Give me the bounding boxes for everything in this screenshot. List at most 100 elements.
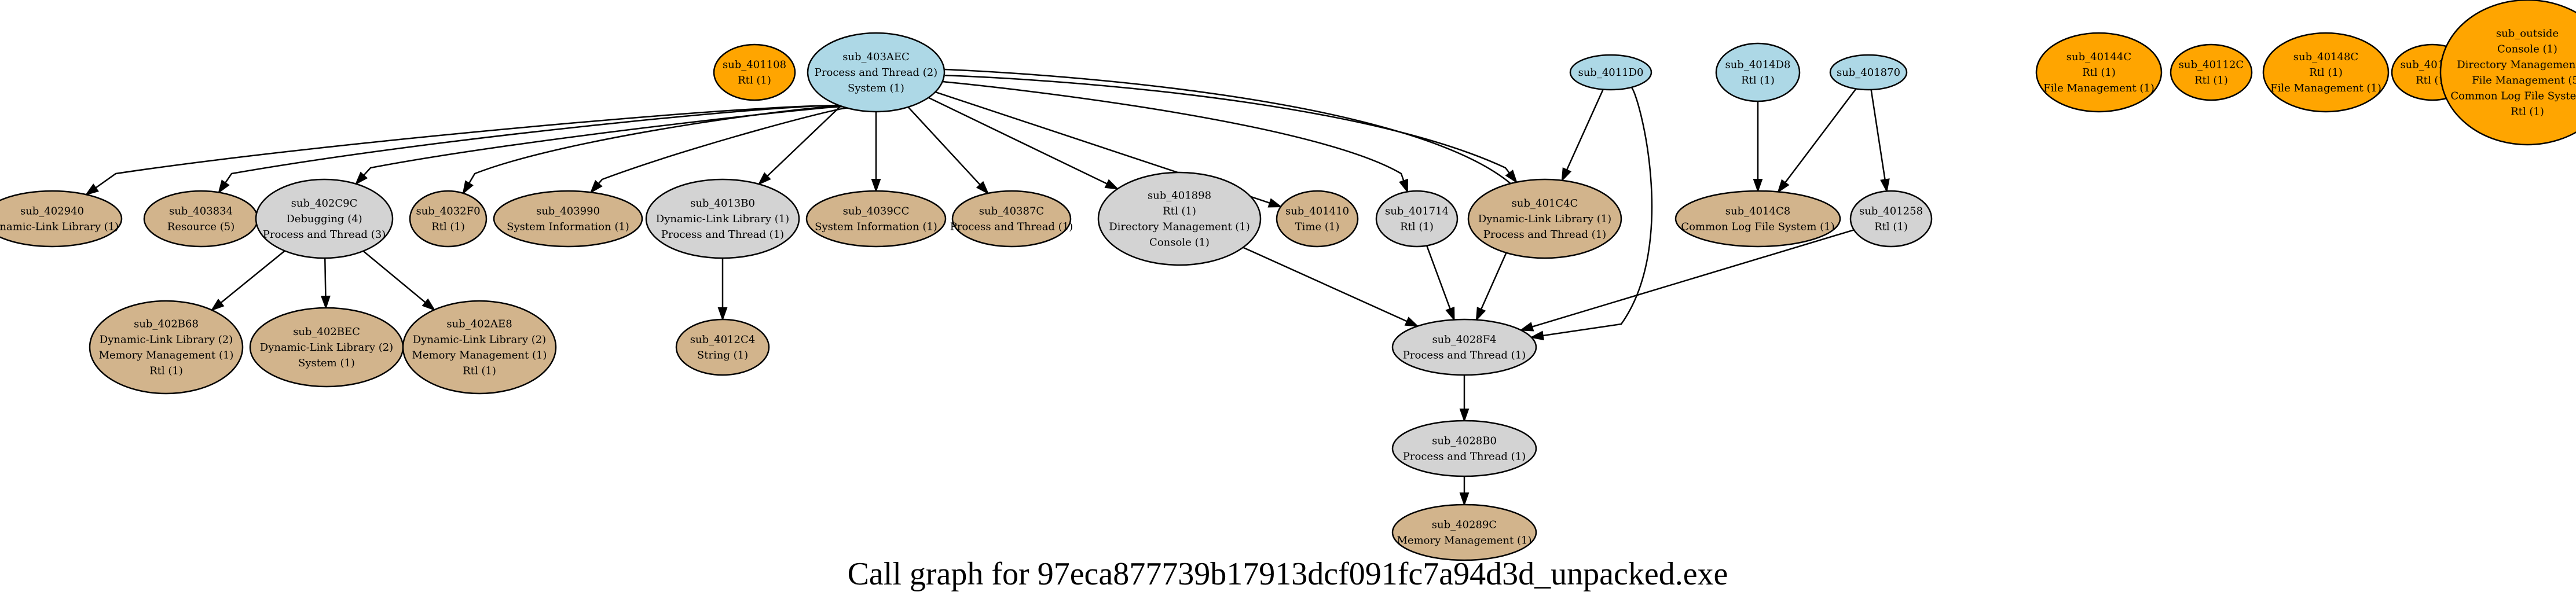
node-shape-sub_401258[interactable] bbox=[1849, 190, 1933, 248]
edge-sub_402C9C-to-sub_402B68 bbox=[220, 250, 285, 304]
node-name: sub_402940 bbox=[20, 205, 84, 218]
node-shape-sub_4012C4[interactable] bbox=[675, 318, 770, 376]
edge-sub_403AEC-to-sub_4032F0-arrowhead bbox=[462, 180, 474, 195]
node-name: sub_40112C bbox=[2179, 59, 2244, 71]
node-name: sub_401C4C bbox=[1512, 197, 1578, 209]
edge-sub_401258-to-sub_4028F4 bbox=[1531, 229, 1855, 328]
node-shape-sub_401C4C[interactable] bbox=[1467, 178, 1622, 259]
node-shape-sub_4011D0[interactable] bbox=[1569, 54, 1652, 91]
node-shape-sub_401410[interactable] bbox=[1276, 190, 1359, 248]
node-shape-sub_401714[interactable] bbox=[1375, 190, 1459, 248]
node-shape-sub_40148C[interactable] bbox=[2262, 32, 2390, 113]
node-name: sub_402AE8 bbox=[446, 318, 512, 330]
node-shape-sub_403AEC[interactable] bbox=[807, 32, 946, 113]
node-name: sub_401714 bbox=[1385, 205, 1449, 218]
node-name: sub_403AEC bbox=[842, 51, 910, 63]
node-api-category: Rtl (1) bbox=[2082, 67, 2116, 79]
node-shape-sub_403834[interactable] bbox=[143, 190, 259, 248]
node-name: sub_4011D0 bbox=[1578, 67, 1643, 79]
node-name: sub_401898 bbox=[1148, 190, 1211, 202]
edge-sub_403AEC-to-sub_403990-arrowhead bbox=[589, 179, 603, 194]
edge-sub_4013B0-to-sub_4012C4-arrowhead bbox=[717, 307, 728, 322]
node-shape-sub_4028F4[interactable] bbox=[1391, 318, 1537, 376]
node-shape-sub_4032F0[interactable] bbox=[409, 190, 488, 248]
node-shape-sub_40112C[interactable] bbox=[2170, 43, 2253, 101]
node-shape-sub_outside[interactable] bbox=[2439, 0, 2576, 146]
node-shape-sub_401108[interactable] bbox=[713, 43, 796, 101]
node-name: sub_4013B0 bbox=[690, 197, 755, 209]
node-shape-sub_40144C[interactable] bbox=[2035, 32, 2163, 113]
node-api-category: Dynamic-Link Library (2) bbox=[260, 341, 393, 354]
node-api-category: Rtl (1) bbox=[1741, 75, 1775, 87]
node-api-category: Debugging (4) bbox=[286, 213, 362, 225]
node-sub_401870[interactable]: sub_401870 bbox=[1829, 54, 1908, 91]
node-api-category: Dynamic-Link Library (2) bbox=[100, 334, 233, 346]
node-name: sub_4028F4 bbox=[1432, 334, 1496, 346]
edge-sub_4014D8-to-sub_4014C8-arrowhead bbox=[1753, 179, 1763, 193]
node-shape-sub_40387C[interactable] bbox=[951, 190, 1072, 248]
node-name: sub_4014C8 bbox=[1725, 205, 1790, 218]
node-shape-sub_402940[interactable] bbox=[0, 190, 123, 248]
node-shape-sub_4014D8[interactable] bbox=[1715, 42, 1801, 102]
node-name: sub_4014D8 bbox=[1725, 59, 1790, 71]
edge-sub_403AEC-to-sub_4028F4 bbox=[944, 68, 1530, 310]
edge-sub_403AEC-to-sub_401898-arrowhead bbox=[1104, 179, 1119, 190]
node-shape-sub_402B68[interactable] bbox=[89, 300, 244, 395]
node-api-category: Process and Thread (3) bbox=[263, 229, 386, 241]
node-shape-sub_401870[interactable] bbox=[1829, 54, 1908, 91]
node-shape-sub_40289C[interactable] bbox=[1391, 503, 1537, 561]
node-api-category: Dynamic-Link Library (2) bbox=[413, 334, 546, 346]
node-sub_4011D0[interactable]: sub_4011D0 bbox=[1569, 54, 1652, 91]
node-name: sub_402BEC bbox=[293, 326, 360, 338]
node-shape-sub_4028B0[interactable] bbox=[1391, 420, 1537, 477]
node-api-category: System (1) bbox=[848, 82, 904, 94]
node-api-category: Resource (5) bbox=[167, 221, 234, 233]
node-sub_402940[interactable]: sub_402940Dynamic-Link Library (1) bbox=[0, 190, 123, 248]
node-shape-sub_402C9C[interactable] bbox=[255, 178, 394, 259]
node-api-category: Dynamic-Link Library (1) bbox=[1478, 213, 1611, 225]
node-name: sub_outside bbox=[2496, 28, 2559, 40]
node-api-category: Memory Management (1) bbox=[1397, 535, 1532, 547]
node-api-category: File Management (1) bbox=[2270, 82, 2381, 94]
node-shape-sub_401898[interactable] bbox=[1097, 171, 1262, 266]
node-shape-sub_4039CC[interactable] bbox=[805, 190, 947, 248]
node-name: sub_403834 bbox=[169, 205, 233, 218]
edge-sub_403AEC-to-sub_401898 bbox=[928, 97, 1108, 185]
node-shape-sub_4014C8[interactable] bbox=[1674, 190, 1841, 248]
node-api-category: Common Log File System (1) bbox=[2450, 90, 2576, 102]
node-sub_40112C[interactable]: sub_40112C Rtl (1) bbox=[2170, 43, 2253, 101]
node-api-category: System Information (1) bbox=[815, 221, 937, 233]
node-shape-sub_4013B0[interactable] bbox=[645, 178, 800, 259]
node-shape-sub_403990[interactable] bbox=[493, 190, 643, 248]
edge-sub_403AEC-to-sub_401C4C bbox=[943, 75, 1510, 174]
node-api-category: Rtl (1) bbox=[2194, 75, 2228, 87]
node-shape-sub_402AE8[interactable] bbox=[402, 300, 557, 395]
